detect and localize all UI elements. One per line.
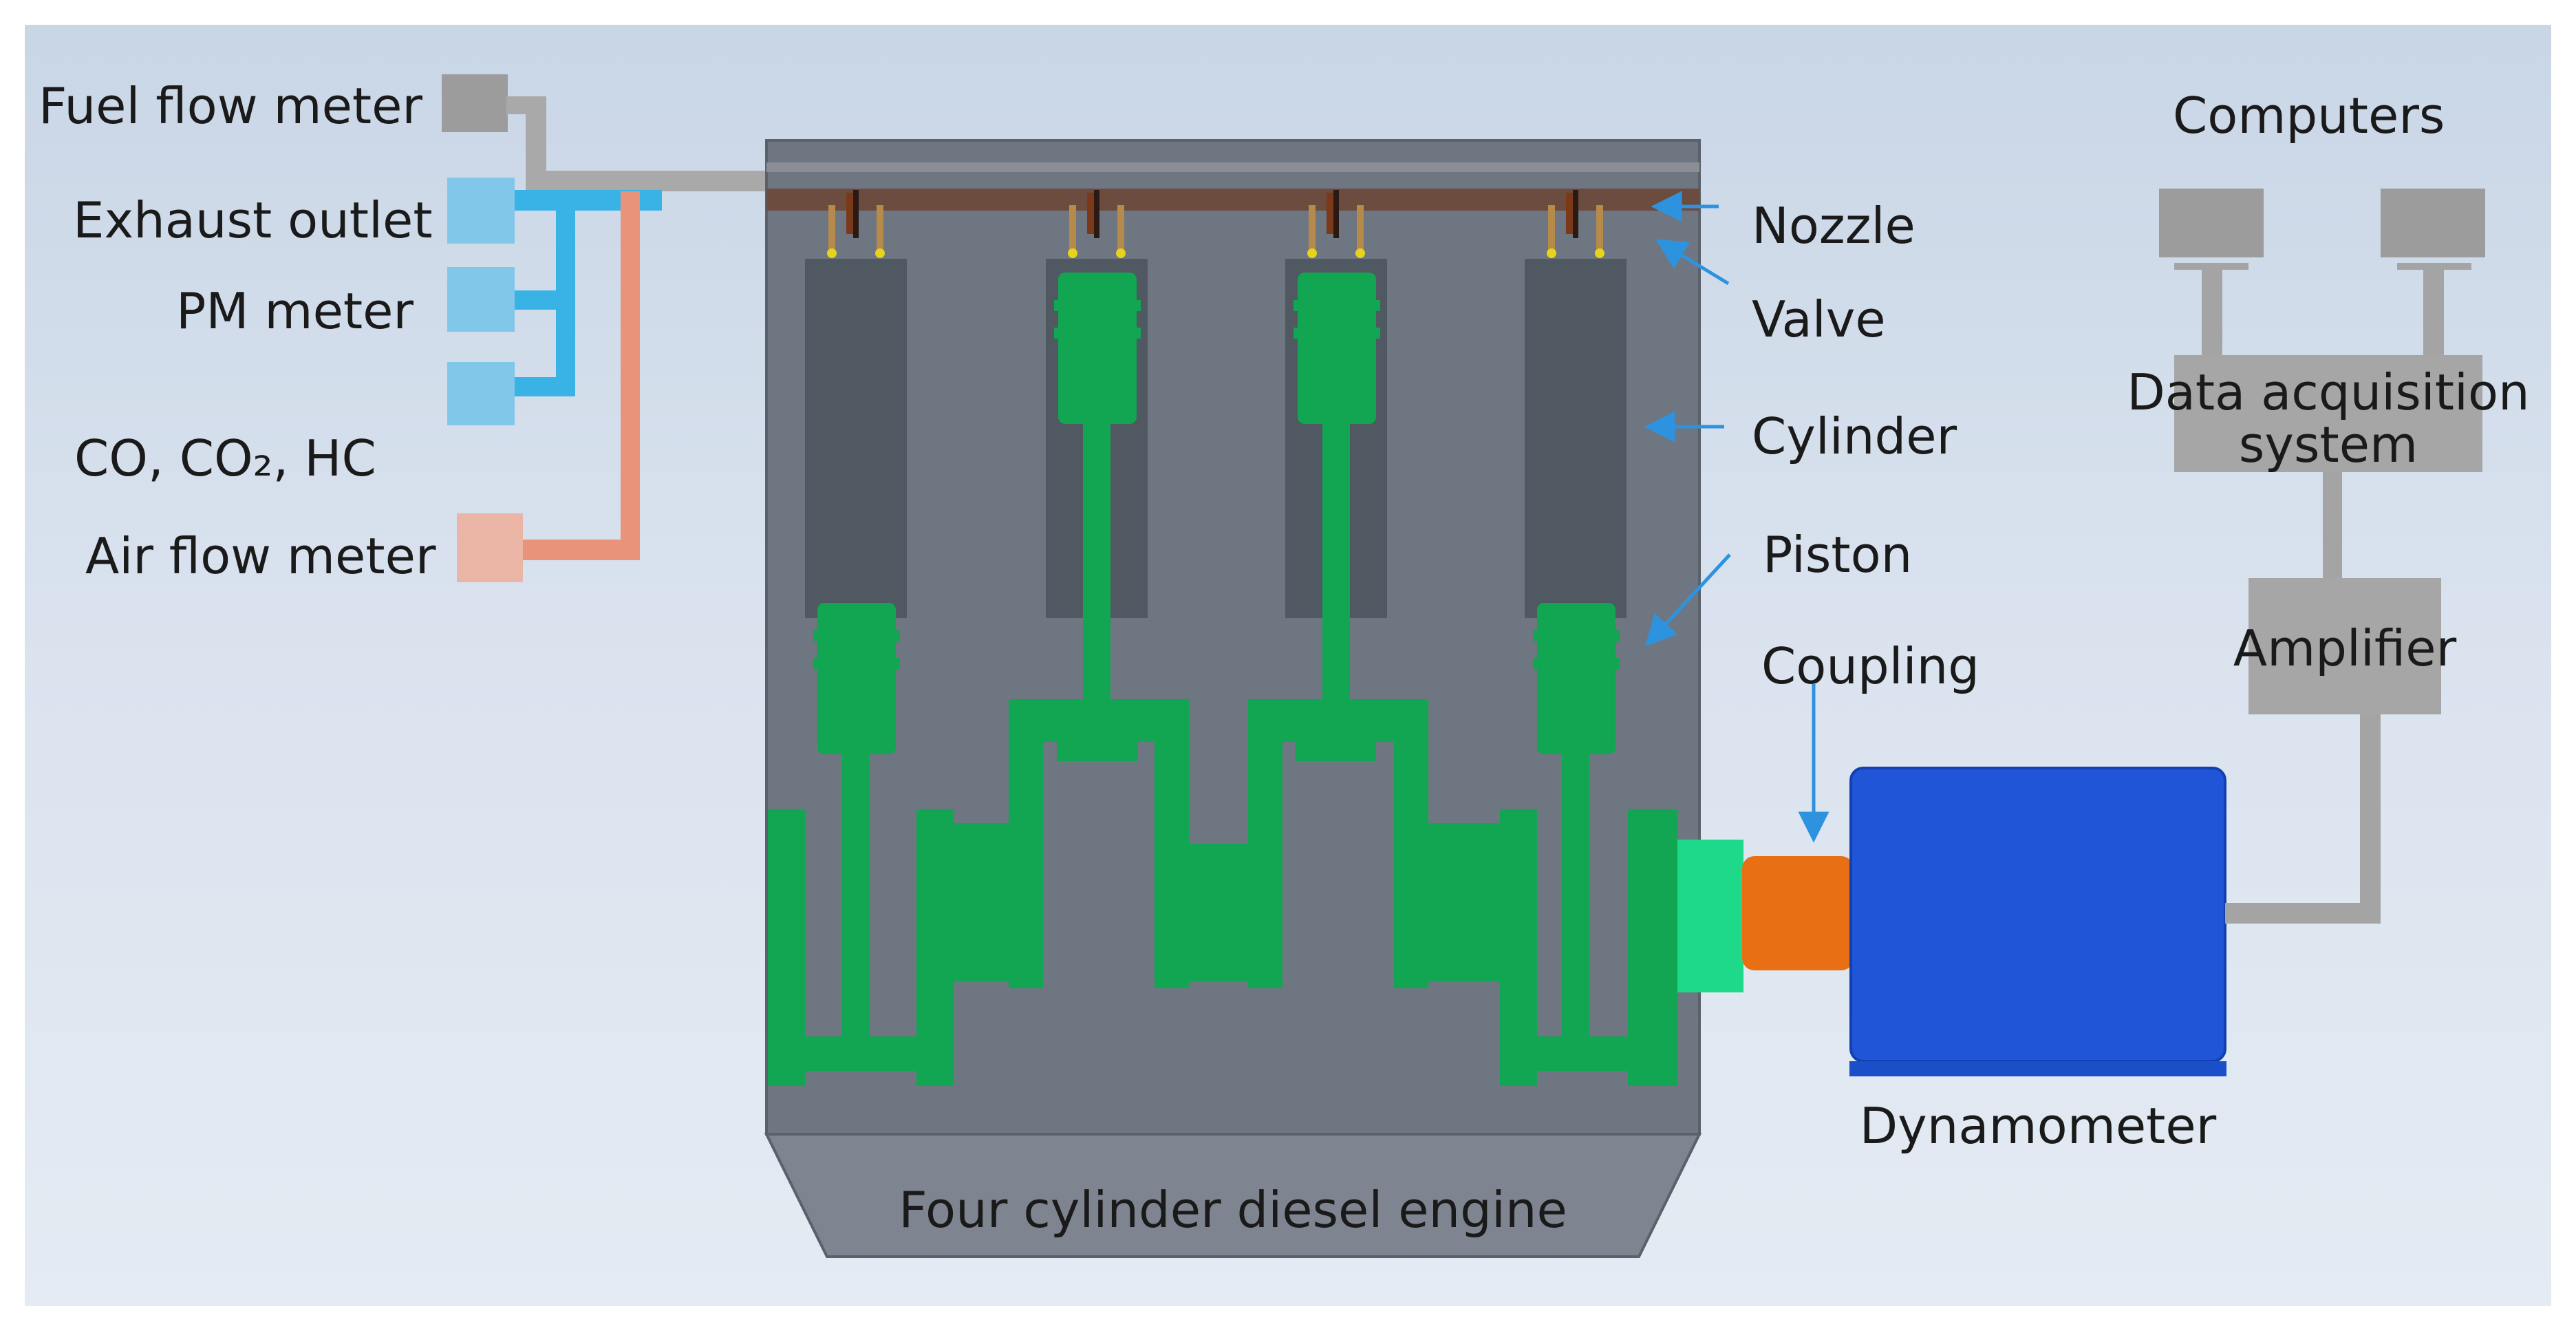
callout-arrows: [1644, 191, 1829, 843]
dynamometer: [1849, 767, 2226, 1063]
label-co-co2-hc: CO, CO₂, HC: [74, 429, 376, 487]
label-piston: Piston: [1763, 526, 1913, 584]
engine-test-bench-diagram: [442, 74, 2485, 1258]
data-acquisition-box: [2174, 355, 2482, 472]
label-cylinder: Cylinder: [1752, 407, 1957, 465]
label-air-flow-meter: Air flow meter: [85, 527, 436, 585]
computer-1-box: [2159, 189, 2264, 257]
crankshaft: [768, 699, 1677, 1086]
label-computers: Computers: [2173, 87, 2445, 145]
piston-2: [1054, 273, 1141, 699]
exhaust-outlet-box: [447, 178, 515, 244]
shaft-flange: [1677, 840, 1743, 992]
label-nozzle: Nozzle: [1752, 197, 1915, 255]
gas-analyzer-box: [447, 362, 515, 425]
computer-2-box: [2381, 189, 2485, 257]
label-data-acquisition-line1: Data acquisition: [2127, 363, 2530, 421]
air-line: [511, 191, 640, 560]
label-data-acquisition-line2: system: [2238, 416, 2418, 473]
fuel-flow-meter-box: [442, 74, 508, 132]
label-valve: Valve: [1752, 290, 1886, 348]
label-engine: Four cylinder diesel engine: [899, 1181, 1567, 1239]
pm-meter-box: [447, 267, 515, 332]
label-pm-meter: PM meter: [176, 282, 414, 340]
piston-1: [813, 603, 900, 1043]
label-coupling: Coupling: [1761, 637, 1980, 695]
label-amplifier: Amplifier: [2233, 619, 2457, 677]
engine-sump: [764, 1133, 1702, 1258]
label-exhaust-outlet: Exhaust outlet: [73, 191, 433, 249]
injectors: [827, 190, 1604, 258]
label-dynamometer: Dynamometer: [1859, 1097, 2217, 1155]
coupling: [1742, 856, 1854, 970]
label-fuel-flow-meter: Fuel flow meter: [39, 77, 423, 135]
signal-lines: [2174, 263, 2471, 924]
air-flow-meter-box: [457, 513, 523, 582]
piston-4: [1533, 603, 1620, 1043]
piston-3: [1294, 273, 1380, 699]
cylinder-4: [1525, 259, 1627, 618]
diagram-canvas: Fuel flow meter Exhaust outlet PM meter …: [25, 25, 2551, 1306]
fuel-rail: [766, 189, 1699, 211]
amplifier-box: [2248, 578, 2441, 714]
cylinder-1: [805, 259, 907, 618]
